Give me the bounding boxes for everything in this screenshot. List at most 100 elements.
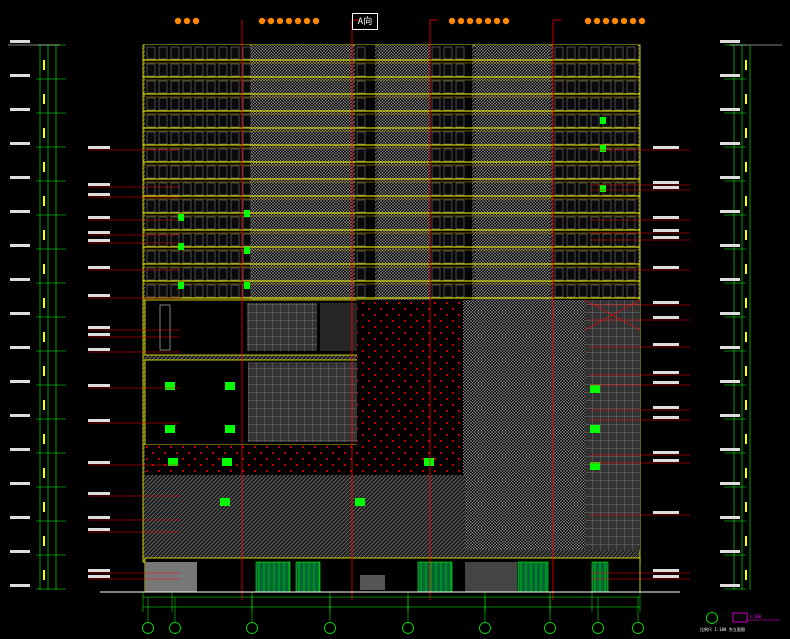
window-pane xyxy=(230,80,240,94)
window-pane xyxy=(455,148,465,162)
level-dim-figure xyxy=(745,230,747,240)
window-pane xyxy=(170,80,180,94)
callout-tag xyxy=(174,17,182,25)
ground-floor-band xyxy=(144,557,641,593)
window-pane xyxy=(578,216,588,230)
window-pane xyxy=(218,233,228,247)
window-pane xyxy=(455,267,465,281)
window-pane xyxy=(455,199,465,213)
window-pane xyxy=(590,267,600,281)
window-pane xyxy=(443,216,453,230)
window-pane xyxy=(590,148,600,162)
glass-fixture xyxy=(590,462,600,470)
window-pane xyxy=(170,250,180,264)
window-pane xyxy=(554,199,564,213)
window-pane xyxy=(614,131,624,145)
glass-fixture xyxy=(225,382,235,390)
window-pane xyxy=(218,46,228,60)
window-pane xyxy=(566,148,576,162)
window-pane xyxy=(602,267,612,281)
window-pane xyxy=(170,199,180,213)
level-dim-figure xyxy=(745,264,747,274)
callout-tag xyxy=(466,17,474,25)
level-elevation-text xyxy=(10,278,30,281)
window-pane xyxy=(206,80,216,94)
callout-tag xyxy=(294,17,302,25)
window-pane xyxy=(230,46,240,60)
window-pane xyxy=(230,63,240,77)
annotation-text-right xyxy=(653,316,679,319)
glass-panel xyxy=(600,145,606,152)
window-pane xyxy=(602,165,612,179)
window-pane xyxy=(356,80,366,94)
window-pane xyxy=(554,233,564,247)
window-pane xyxy=(230,216,240,230)
annotation-text-right xyxy=(653,371,679,374)
upper-center-panel-right xyxy=(475,45,550,300)
window-pane xyxy=(590,97,600,111)
scale-badge-frame xyxy=(732,612,748,623)
window-pane xyxy=(218,267,228,281)
window-pane xyxy=(431,284,441,298)
window-pane xyxy=(356,233,366,247)
level-elevation-text xyxy=(720,482,740,485)
window-pane xyxy=(614,267,624,281)
window-pane xyxy=(566,199,576,213)
annotation-text-right xyxy=(653,459,679,462)
window-pane xyxy=(626,250,636,264)
window-pane xyxy=(230,250,240,264)
window-pane xyxy=(590,182,600,196)
callout-tag xyxy=(611,17,619,25)
view-title: A向 xyxy=(352,13,378,30)
window-pane xyxy=(566,182,576,196)
annotation-text-left xyxy=(88,266,110,269)
glass-fixture xyxy=(225,425,235,433)
window-pane xyxy=(194,284,204,298)
window-pane xyxy=(206,148,216,162)
window-pane xyxy=(431,250,441,264)
level-elevation-text xyxy=(10,40,30,43)
window-pane xyxy=(218,250,228,264)
window-pane xyxy=(206,250,216,264)
window-pane xyxy=(158,284,168,298)
window-pane xyxy=(554,97,564,111)
callout-tag xyxy=(312,17,320,25)
window-pane xyxy=(146,63,156,77)
window-pane xyxy=(590,284,600,298)
window-pane xyxy=(431,199,441,213)
glass-fixture xyxy=(165,425,175,433)
annotation-text-left xyxy=(88,239,110,242)
window-pane xyxy=(431,114,441,128)
window-pane xyxy=(554,267,564,281)
window-pane xyxy=(146,284,156,298)
window-pane xyxy=(158,216,168,230)
window-pane xyxy=(182,165,192,179)
grid-bubble xyxy=(169,622,181,634)
window-pane xyxy=(578,233,588,247)
callout-tag xyxy=(258,17,266,25)
window-pane xyxy=(218,284,228,298)
window-pane xyxy=(170,46,180,60)
level-dim-figure xyxy=(43,366,45,376)
window-pane xyxy=(431,233,441,247)
window-pane xyxy=(194,46,204,60)
window-pane xyxy=(356,165,366,179)
window-pane xyxy=(626,114,636,128)
window-pane xyxy=(158,97,168,111)
window-pane xyxy=(242,114,252,128)
annotation-text-left xyxy=(88,146,110,149)
window-pane xyxy=(146,131,156,145)
window-pane xyxy=(170,267,180,281)
level-elevation-text xyxy=(720,346,740,349)
grid-bubble xyxy=(142,622,154,634)
level-dim-figure xyxy=(745,366,747,376)
glass-panel xyxy=(178,214,184,221)
grid-bubble xyxy=(706,612,718,624)
window-pane xyxy=(356,63,366,77)
annotation-text-left xyxy=(88,569,110,572)
window-pane xyxy=(614,46,624,60)
window-pane xyxy=(170,97,180,111)
upper-center-panel-mid xyxy=(378,45,430,300)
window-pane xyxy=(443,267,453,281)
level-dim-figure xyxy=(745,196,747,206)
